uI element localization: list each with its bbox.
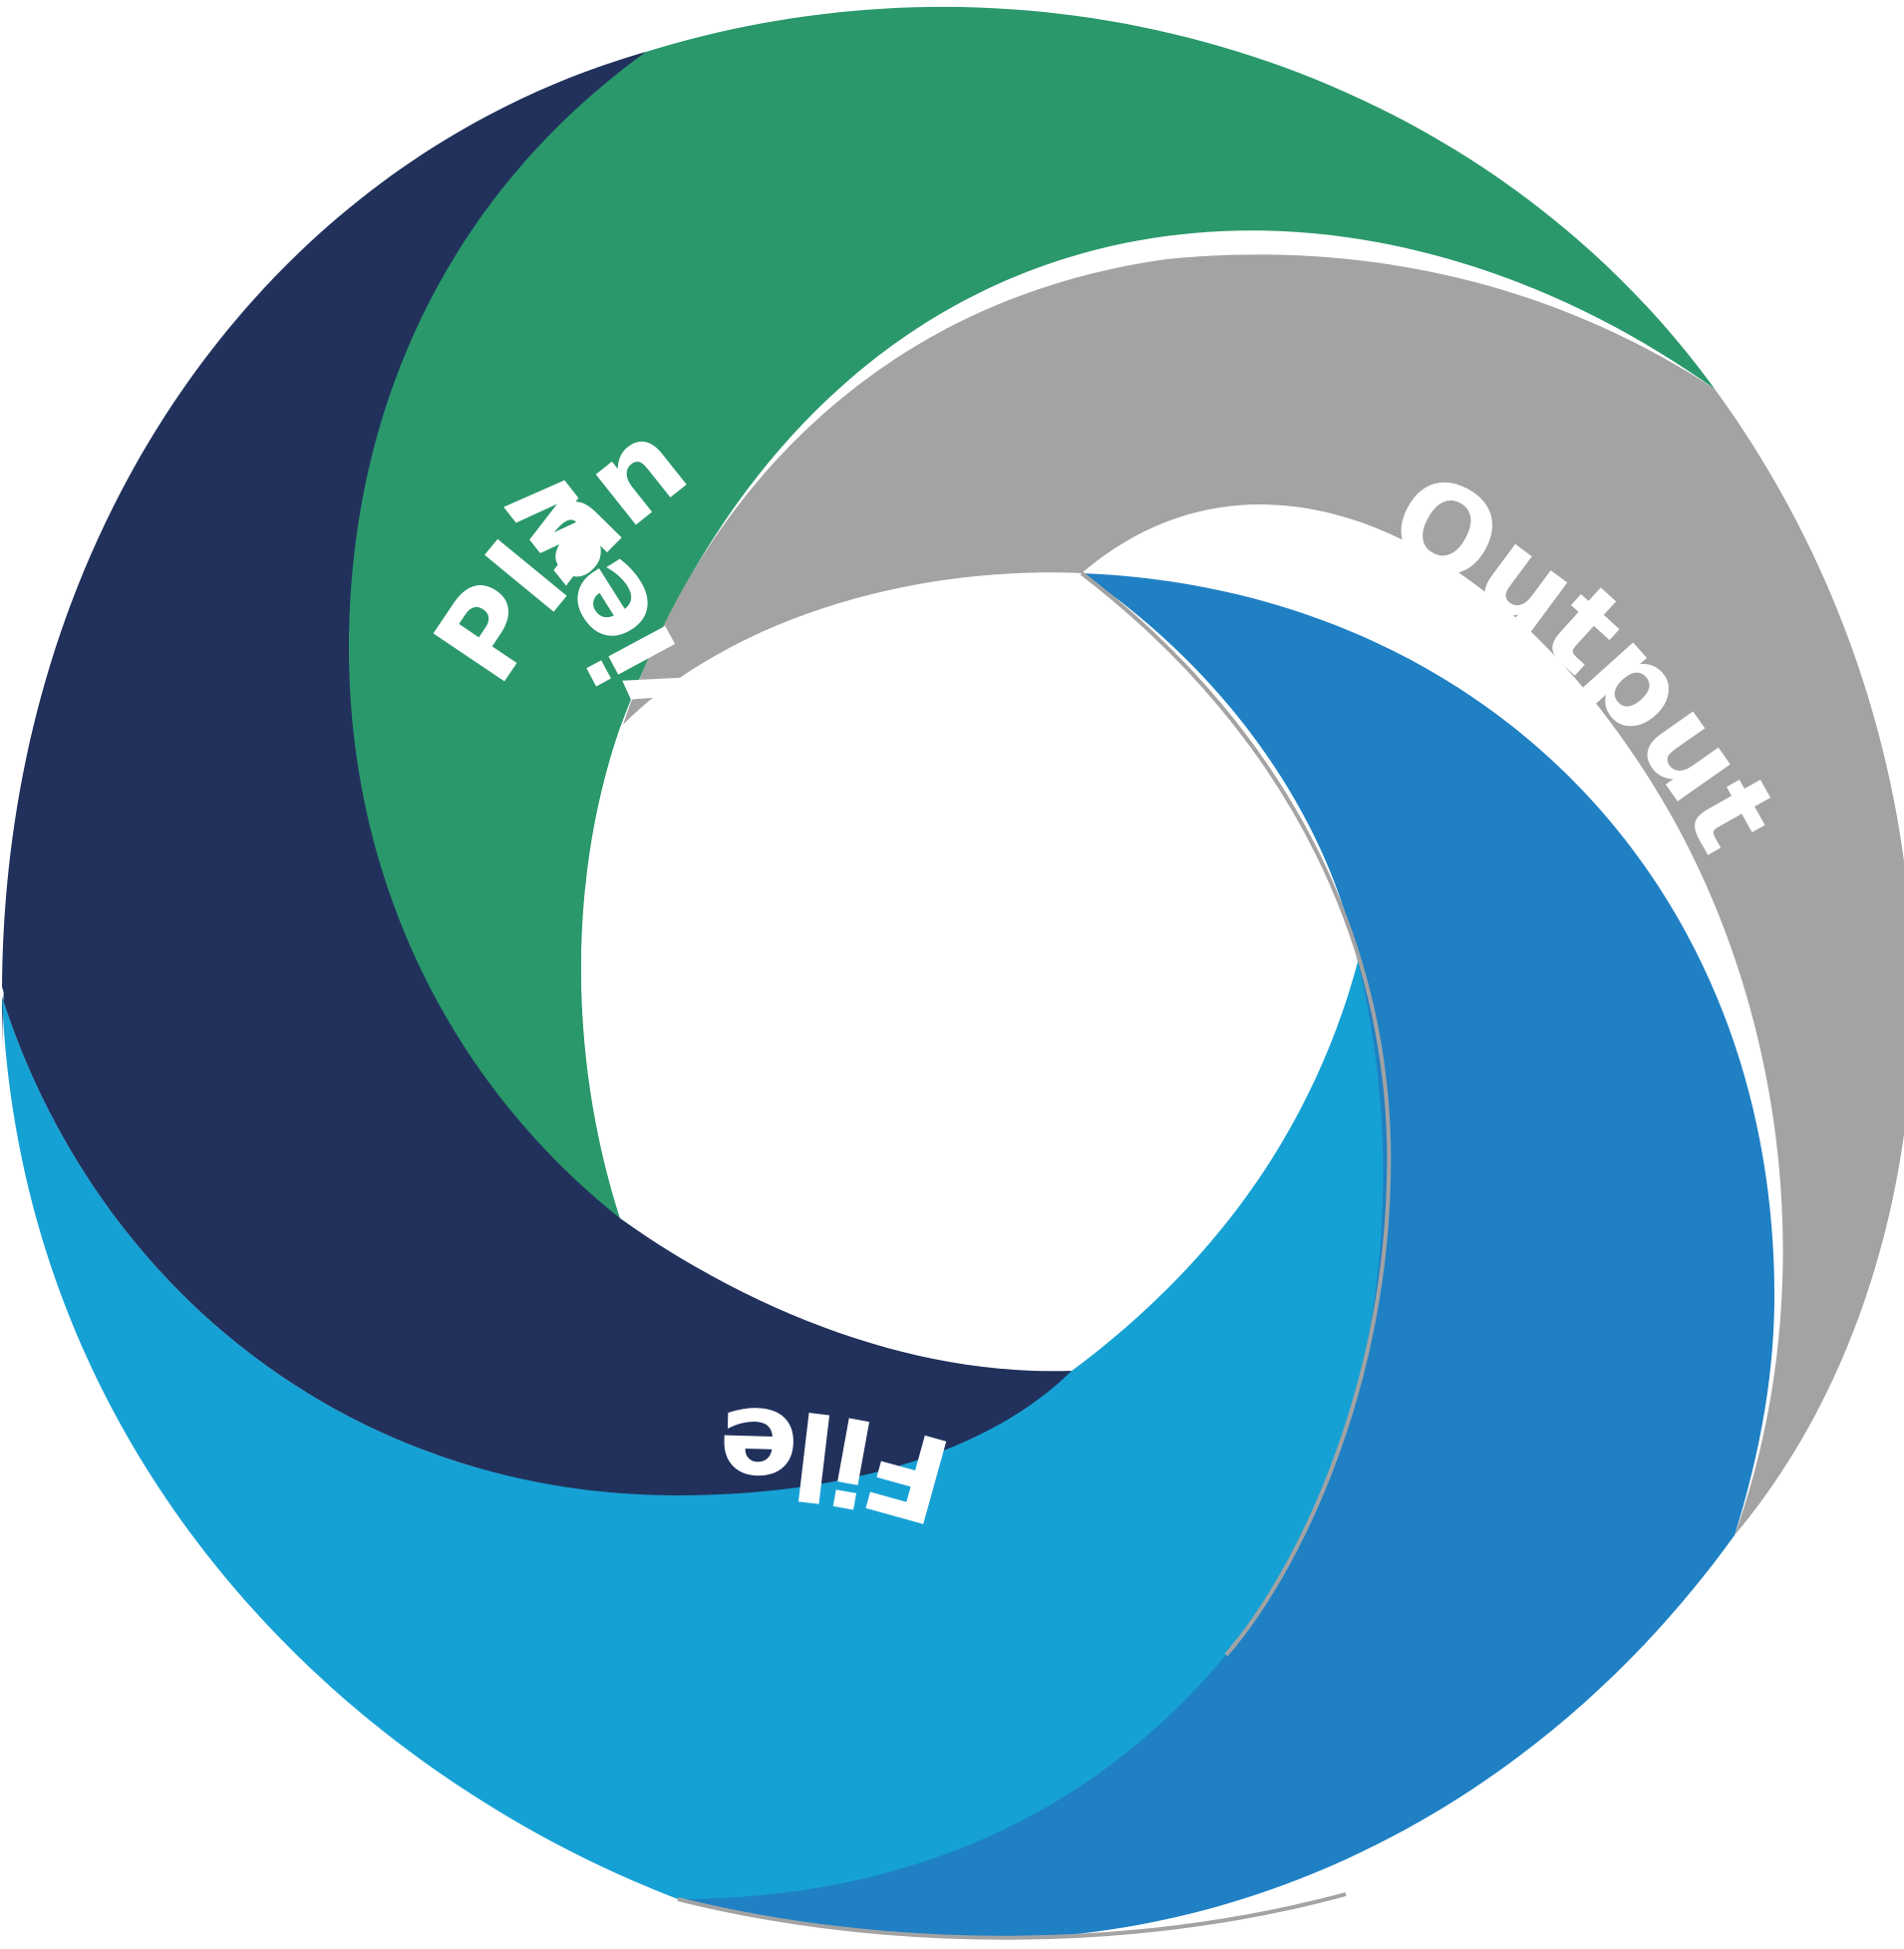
segment-output: [623, 254, 1904, 1535]
edge-line-inner: [1080, 571, 1392, 1657]
edge-line-outer: [677, 1892, 1347, 1940]
segment-plan: [349, 6, 1715, 1218]
segment-review-body: [2, 52, 1072, 1497]
segment-file: [2, 962, 1384, 1899]
center-hole: [581, 572, 1358, 1372]
segment-validate: [678, 573, 1774, 1939]
